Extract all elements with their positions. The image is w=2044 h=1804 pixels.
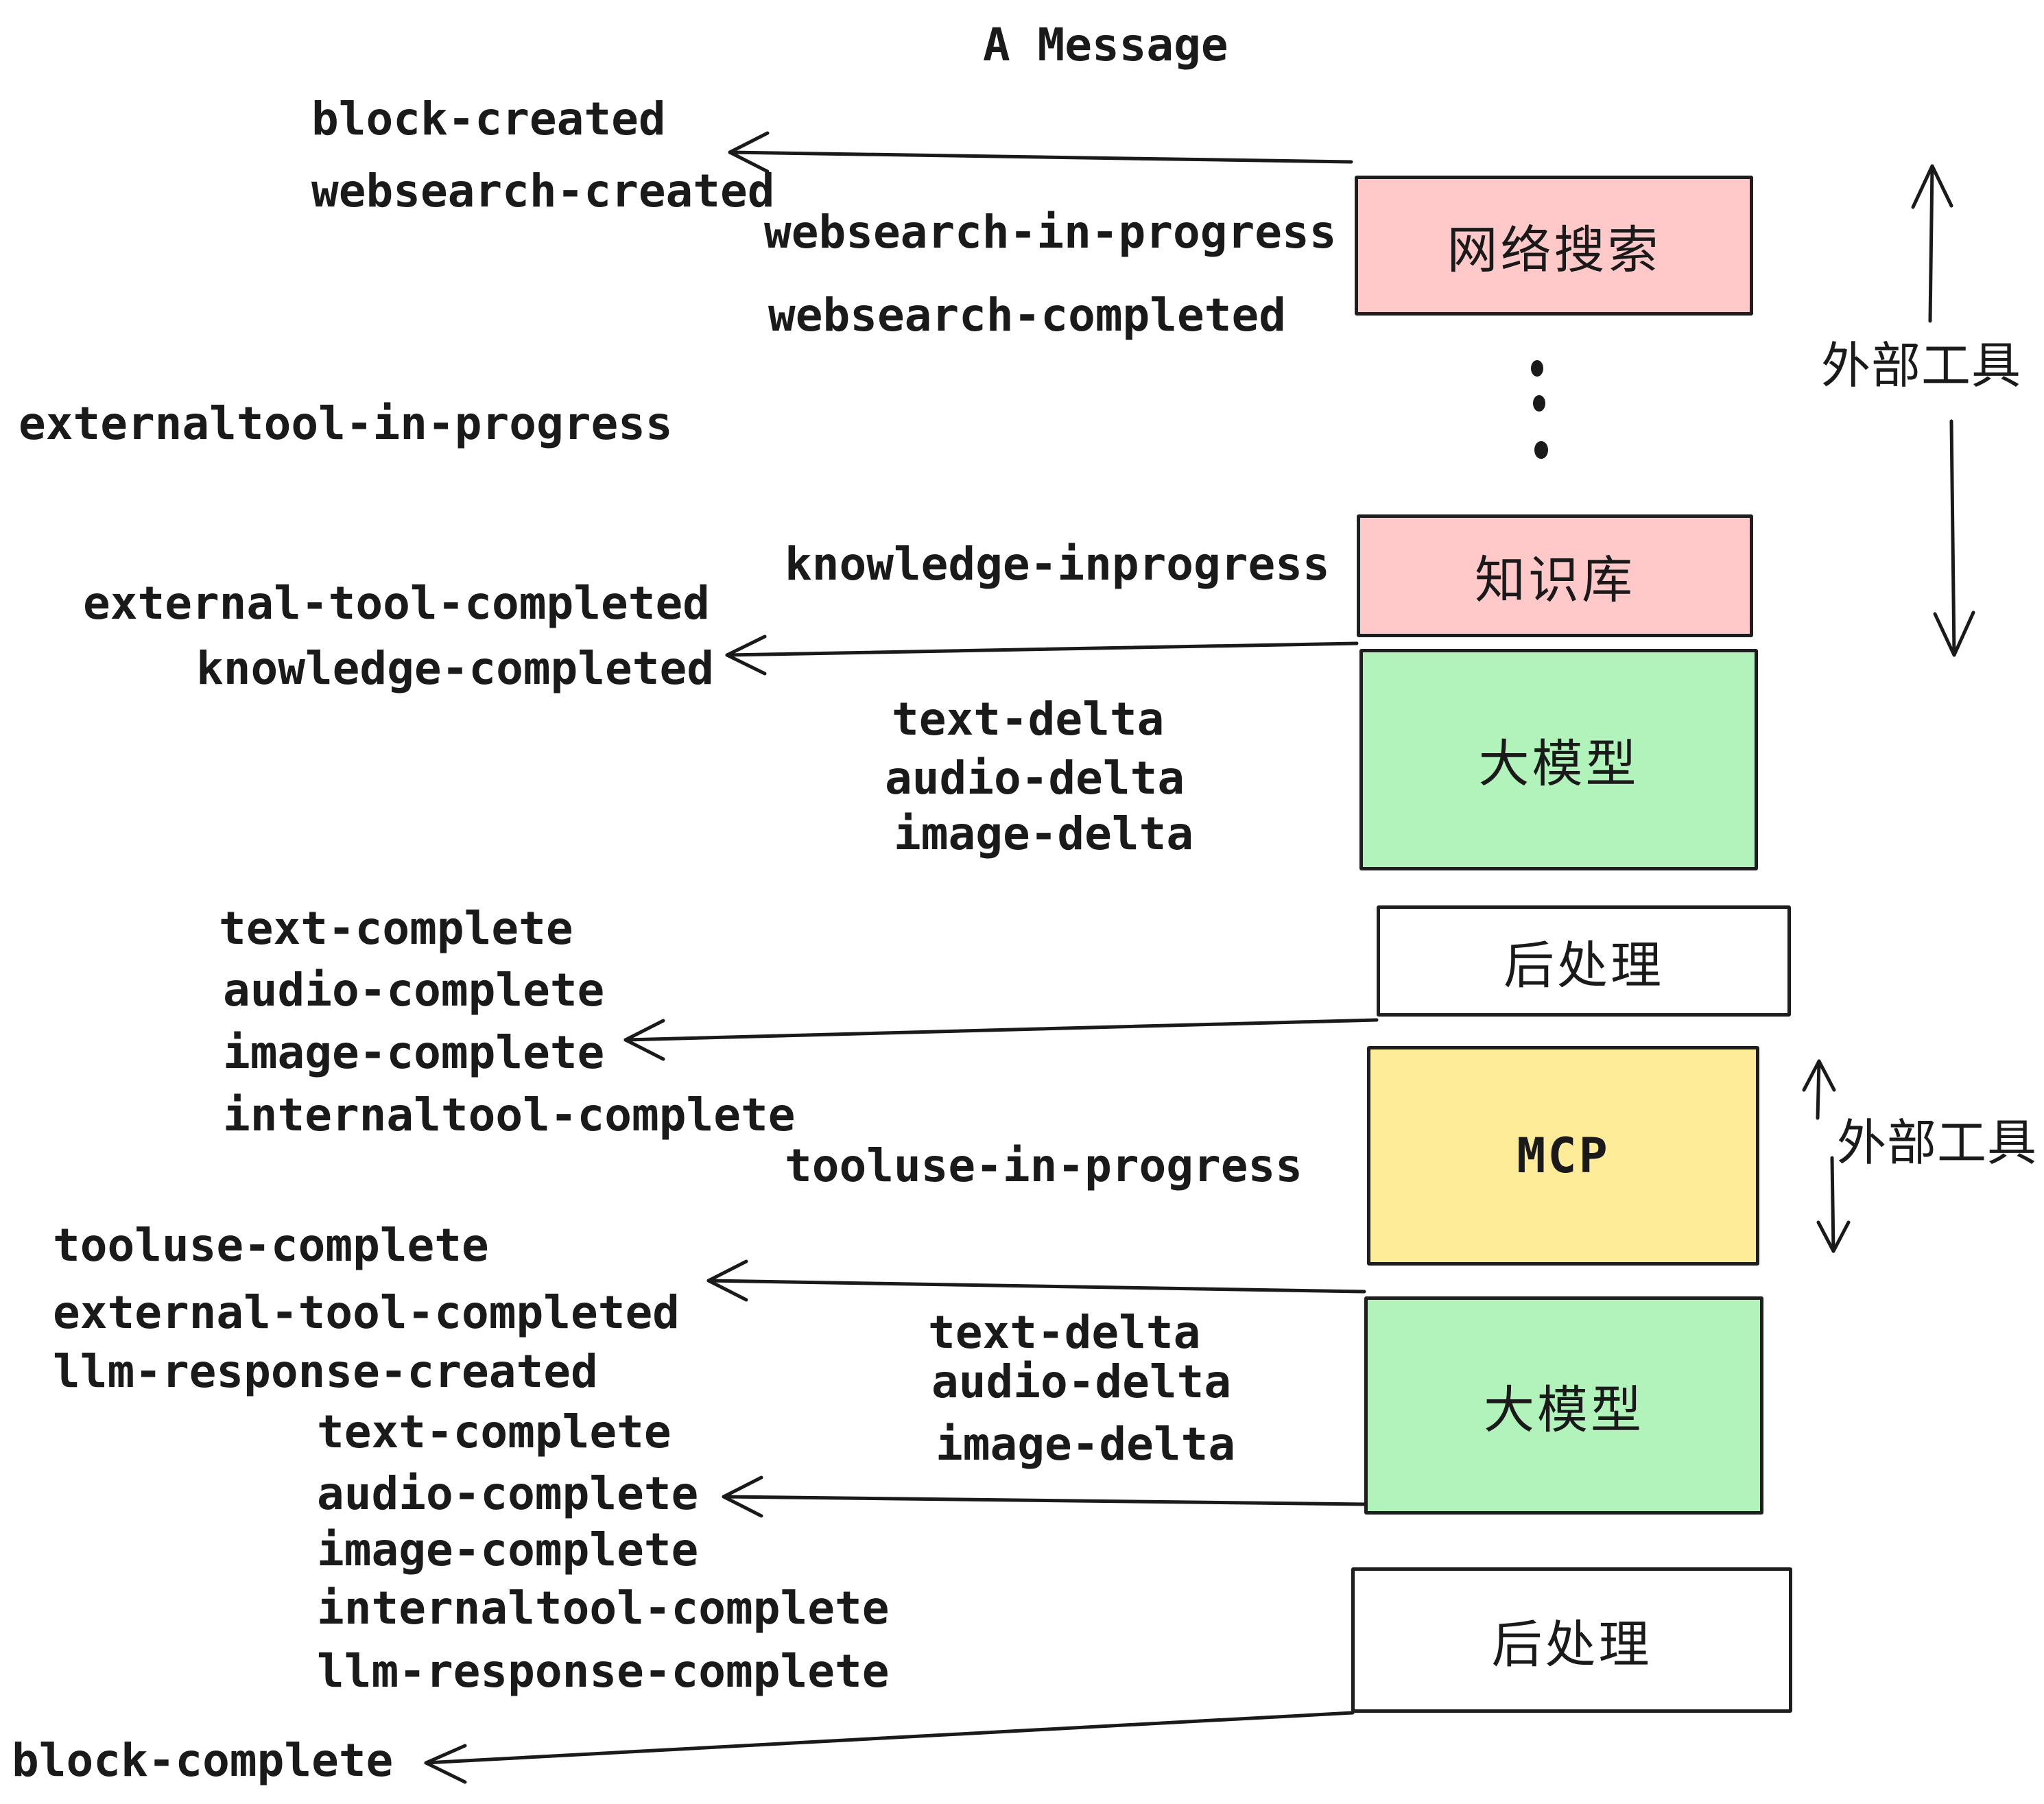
event-image-delta-2: image-delta: [936, 1418, 1236, 1471]
event-llm-response-complete: llm-response-complete: [317, 1645, 890, 1698]
box-knowledge-base-label: 知识库: [1475, 551, 1635, 610]
event-text-delta-1: text-delta: [892, 693, 1165, 746]
event-audio-complete-2: audio-complete: [317, 1467, 699, 1520]
event-text-complete-2: text-complete: [317, 1405, 672, 1458]
dot: [1533, 395, 1545, 412]
ellipsis-dots: [1531, 360, 1548, 459]
box-llm-top: 大模型: [1359, 649, 1758, 870]
dot: [1531, 360, 1543, 377]
arrow-image-complete: [623, 1018, 1379, 1061]
event-image-complete-2: image-complete: [317, 1523, 699, 1576]
external-tools-label-mcp: 外部工具: [1837, 1114, 2038, 1172]
box-mcp: MCP: [1367, 1046, 1759, 1266]
box-llm-bottom: 大模型: [1364, 1296, 1763, 1515]
event-llm-response-created: llm-response-created: [53, 1345, 598, 1398]
box-knowledge-base: 知识库: [1357, 514, 1753, 637]
event-externaltool-in-progress: externaltool-in-progress: [19, 397, 673, 450]
event-websearch-in-progress: websearch-in-progress: [764, 206, 1337, 259]
event-block-created: block-created: [311, 93, 666, 145]
event-audio-delta-2: audio-delta: [931, 1355, 1232, 1408]
event-knowledge-completed: knowledge-completed: [196, 642, 714, 695]
diagram-title: A Message: [983, 19, 1228, 71]
event-external-tool-completed-2: external-tool-completed: [53, 1286, 680, 1339]
box-post-processing-bottom-label: 后处理: [1491, 1615, 1652, 1674]
arrow-block-complete: [424, 1711, 1355, 1784]
event-image-delta-1: image-delta: [894, 807, 1194, 860]
box-mcp-label: MCP: [1517, 1128, 1610, 1184]
box-post-processing-bottom: 后处理: [1351, 1567, 1792, 1713]
event-block-complete: block-complete: [12, 1734, 394, 1787]
event-websearch-completed: websearch-completed: [768, 289, 1286, 342]
box-post-processing-top: 后处理: [1377, 905, 1791, 1017]
double-arrow-external-tools-top: [1911, 164, 1975, 657]
event-tooluse-in-progress: tooluse-in-progress: [785, 1139, 1303, 1192]
box-websearch: 网络搜索: [1355, 176, 1753, 316]
arrow-block-created: [728, 131, 1353, 174]
event-websearch-created: websearch-created: [311, 165, 775, 217]
double-arrow-external-tools-mcp: [1802, 1059, 1851, 1253]
event-tooluse-complete: tooluse-complete: [53, 1219, 489, 1272]
box-llm-top-label: 大模型: [1478, 735, 1639, 794]
event-text-complete-1: text-complete: [219, 902, 573, 955]
dot: [1534, 441, 1548, 459]
event-audio-complete-1: audio-complete: [223, 964, 605, 1017]
box-post-processing-top-label: 后处理: [1504, 936, 1664, 995]
event-audio-delta-1: audio-delta: [885, 752, 1185, 805]
event-internaltool-complete-1: internaltool-complete: [223, 1089, 796, 1141]
event-knowledge-inprogress: knowledge-inprogress: [785, 538, 1330, 591]
arrow-tooluse-complete: [706, 1259, 1366, 1302]
arrow-knowledge-completed: [725, 634, 1359, 676]
event-external-tool-completed-1: external-tool-completed: [83, 577, 710, 630]
event-image-complete-1: image-complete: [223, 1026, 605, 1079]
box-websearch-label: 网络搜索: [1447, 220, 1661, 280]
event-text-delta-2: text-delta: [928, 1306, 1201, 1359]
event-internaltool-complete-2: internaltool-complete: [317, 1582, 890, 1635]
arrow-audio-complete: [722, 1475, 1366, 1518]
box-llm-bottom-label: 大模型: [1484, 1380, 1644, 1440]
external-tools-label-top: 外部工具: [1821, 337, 2022, 394]
